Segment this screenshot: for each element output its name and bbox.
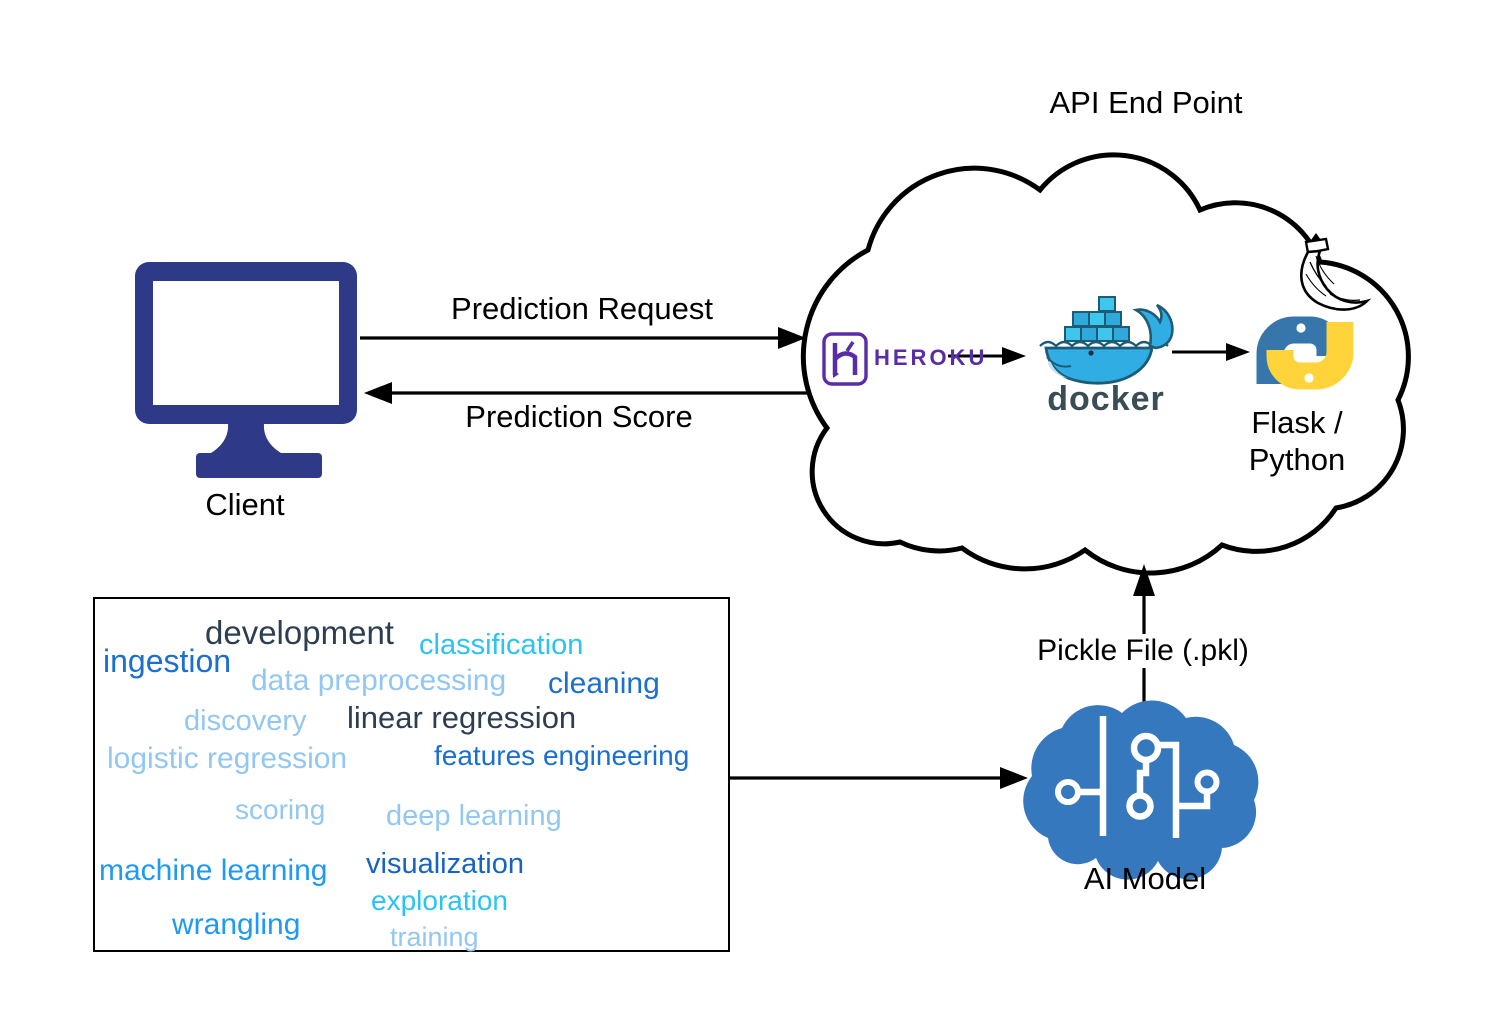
wordcloud-word: discovery (184, 705, 307, 737)
wordcloud-word: classification (419, 629, 584, 661)
client-monitor-icon (135, 262, 357, 478)
wordcloud-word: cleaning (548, 667, 660, 700)
wordcloud-word: training (390, 922, 479, 952)
arrow-prediction-request (360, 327, 806, 349)
arrow-docker-to-python (1172, 343, 1250, 361)
wordcloud-word: features engineering (434, 740, 690, 771)
wordcloud-word: machine learning (99, 854, 328, 887)
flask-python-line2: Python (1248, 442, 1346, 477)
wordcloud-word: wrangling (172, 908, 301, 941)
wordcloud-word: ingestion (103, 643, 232, 679)
heroku-wordmark: HEROKU (874, 345, 988, 370)
prediction-request-label: Prediction Request (451, 291, 713, 326)
flask-python-line1: Flask / (1251, 405, 1343, 440)
ai-model-label: AI Model (1083, 861, 1207, 896)
wordcloud-box: development classification ingestion data p… (93, 597, 730, 952)
wordcloud: development classification ingestion data p… (95, 599, 728, 952)
arrow-prediction-score (364, 382, 808, 404)
wordcloud-word: linear regression (347, 700, 577, 735)
arrow-wordcloud-to-aimodel (729, 767, 1028, 789)
docker-wordmark: docker (1047, 380, 1165, 418)
python-logo-icon (1256, 316, 1354, 390)
flask-python-label: Flask / Python (1249, 404, 1346, 478)
wordcloud-word: exploration (371, 885, 508, 916)
wordcloud-word: development (205, 614, 394, 651)
ai-brain-icon (1023, 700, 1259, 880)
arrow-heroku-to-docker (948, 347, 1026, 365)
wordcloud-word: logistic regression (107, 742, 348, 775)
pickle-file-label: Pickle File (.pkl) (1031, 634, 1255, 668)
prediction-score-label: Prediction Score (465, 399, 693, 434)
docker-logo-icon (1039, 296, 1174, 385)
flask-logo-icon (1300, 233, 1372, 311)
wordcloud-word: deep learning (386, 800, 562, 832)
wordcloud-word: data preprocessing (251, 664, 507, 697)
heroku-logo-icon (822, 332, 868, 386)
page-title: API End Point (1049, 85, 1243, 120)
client-label: Client (205, 487, 285, 522)
wordcloud-word: scoring (235, 794, 326, 825)
wordcloud-word: visualization (366, 848, 524, 880)
